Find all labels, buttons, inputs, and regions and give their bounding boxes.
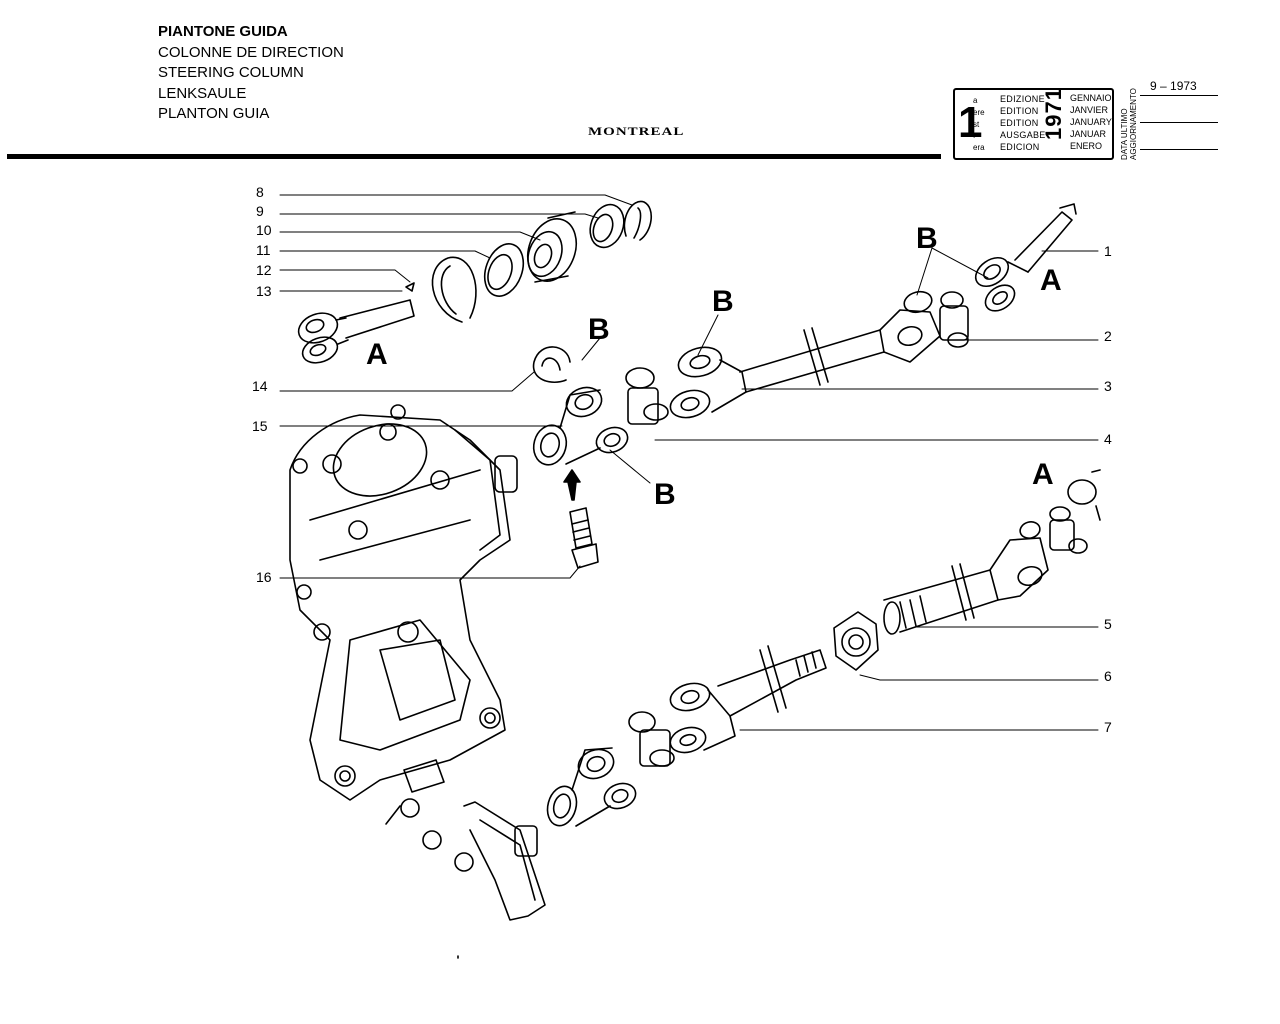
- part-seal-9: [589, 203, 625, 249]
- part-yoke-shaft-13: [297, 282, 415, 364]
- part-upper-shaft-3: [669, 290, 941, 419]
- callout-10: 10: [256, 222, 272, 238]
- update-line-3: [1140, 149, 1218, 150]
- steering-box: [289, 404, 518, 801]
- part-bottom-bracket: [385, 798, 546, 959]
- edition-word-en: EDITION: [1000, 118, 1039, 128]
- edition-box: 1 a ere st . era EDIZIONE EDITION EDITIO…: [953, 87, 1114, 160]
- part-ring-11: [483, 243, 525, 297]
- update-line-1: [1140, 95, 1218, 96]
- callout-6: 6: [1104, 668, 1112, 684]
- edition-month-es: ENERO: [1070, 141, 1103, 151]
- edition-word-it: EDIZIONE: [1000, 94, 1045, 104]
- part-bearing-10: [526, 211, 578, 283]
- callout-9: 9: [256, 203, 264, 219]
- callout-15: 15: [252, 418, 268, 434]
- title-italian: PIANTONE GUIDA: [158, 23, 288, 40]
- label-b-lower-yoke: B: [654, 478, 676, 511]
- part-yoke-15: [532, 386, 629, 466]
- edition-sup-es: era: [973, 143, 985, 152]
- title-spanish: PLANTON GUIA: [158, 105, 270, 122]
- callout-5: 5: [1104, 616, 1112, 632]
- title-block: PIANTONE GUIDA COLONNE DE DIRECTION STEE…: [158, 22, 344, 125]
- title-english: STEERING COLUMN: [158, 64, 304, 81]
- part-splined-shaft-5: [883, 469, 1101, 635]
- update-line-2: [1140, 122, 1218, 123]
- part-cross-2: [939, 291, 969, 348]
- callout-3: 3: [1104, 378, 1112, 394]
- label-a-lower-right: A: [1032, 458, 1054, 491]
- edition-word-fr: EDITION: [1000, 106, 1039, 116]
- edition-number: 1: [958, 98, 983, 147]
- leader-lines-right: [654, 250, 1099, 731]
- edition-month-en: JANUARY: [1070, 117, 1112, 127]
- callout-12: 12: [256, 262, 272, 278]
- edition-month-fr: JANVIER: [1070, 105, 1109, 115]
- callout-1: 1: [1104, 243, 1112, 259]
- update-date: 9 – 1973: [1150, 79, 1197, 93]
- edition-word-es: EDICION: [1000, 142, 1040, 152]
- callout-13: 13: [256, 283, 272, 299]
- title-french: COLONNE DE DIRECTION: [158, 43, 344, 61]
- label-a-yoke-shaft: A: [366, 338, 388, 371]
- part-circlip-14: [532, 346, 571, 384]
- callout-11: 11: [256, 242, 271, 258]
- part-nut-6: [833, 611, 879, 671]
- part-bolt-16: [569, 507, 599, 569]
- title-german: LENKSAULE: [158, 84, 247, 102]
- callout-2: 2: [1104, 328, 1112, 344]
- part-lower-shaft-7: [669, 645, 827, 754]
- part-lower-yoke: [546, 747, 637, 827]
- edition-sup-de: .: [973, 131, 976, 140]
- part-snapring-12: [431, 256, 477, 323]
- callout-4: 4: [1104, 431, 1112, 447]
- edition-sup-it: a: [973, 96, 978, 105]
- b-pointer-lines: [581, 247, 989, 484]
- part-lower-cross: [628, 711, 675, 767]
- label-b-top-right: B: [916, 222, 938, 255]
- callout-14: 14: [252, 378, 268, 394]
- arrow-indicator: [563, 469, 581, 501]
- part-top-shaft-1: [974, 203, 1077, 312]
- edition-month-it: GENNAIO: [1070, 93, 1112, 103]
- edition-sup-fr: ere: [973, 108, 985, 117]
- callout-7: 7: [1104, 719, 1112, 735]
- label-a-top-right: A: [1040, 264, 1062, 297]
- label-b-upper-shaft: B: [712, 285, 734, 318]
- header-rule: [7, 154, 941, 159]
- edition-word-de: AUSGABE: [1000, 130, 1046, 140]
- model-logo: MONTREAL: [588, 126, 685, 138]
- callout-8: 8: [256, 184, 264, 200]
- part-cross-4: [625, 367, 669, 425]
- edition-month-de: JANUAR: [1070, 129, 1107, 139]
- edition-sup-en: st: [973, 120, 980, 129]
- leader-lines-left: [279, 194, 633, 579]
- label-b-circlip: B: [588, 313, 610, 346]
- callout-16: 16: [256, 569, 272, 585]
- part-circlip-8: [623, 200, 652, 241]
